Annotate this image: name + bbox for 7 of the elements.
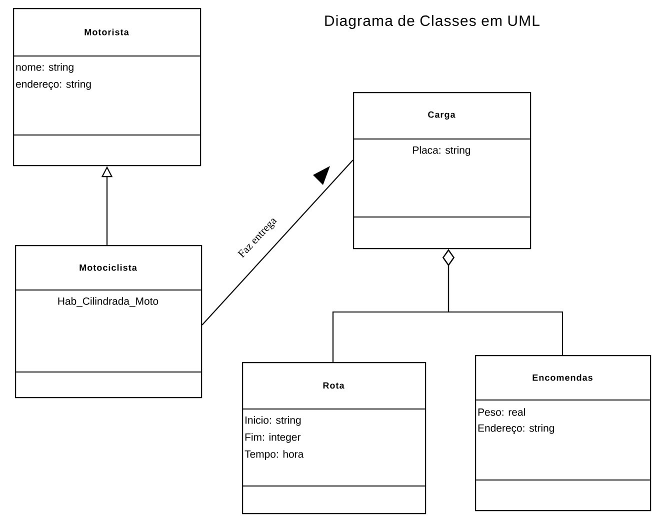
diagram-title: Diagrama de Classes em UML bbox=[325, 15, 540, 29]
class-box: Encomendas Peso: real Endereço: string bbox=[475, 355, 652, 512]
class-box: Rota Inicio: string Fim: integer Tempo: hora bbox=[242, 362, 426, 514]
class-box: Carga Placa: string bbox=[353, 92, 532, 250]
class-box: Motociclista Hab_Cilindrada_Moto bbox=[15, 245, 202, 398]
class-box: Motorista nome: string endereço: string bbox=[13, 8, 202, 166]
association-line bbox=[202, 160, 354, 326]
